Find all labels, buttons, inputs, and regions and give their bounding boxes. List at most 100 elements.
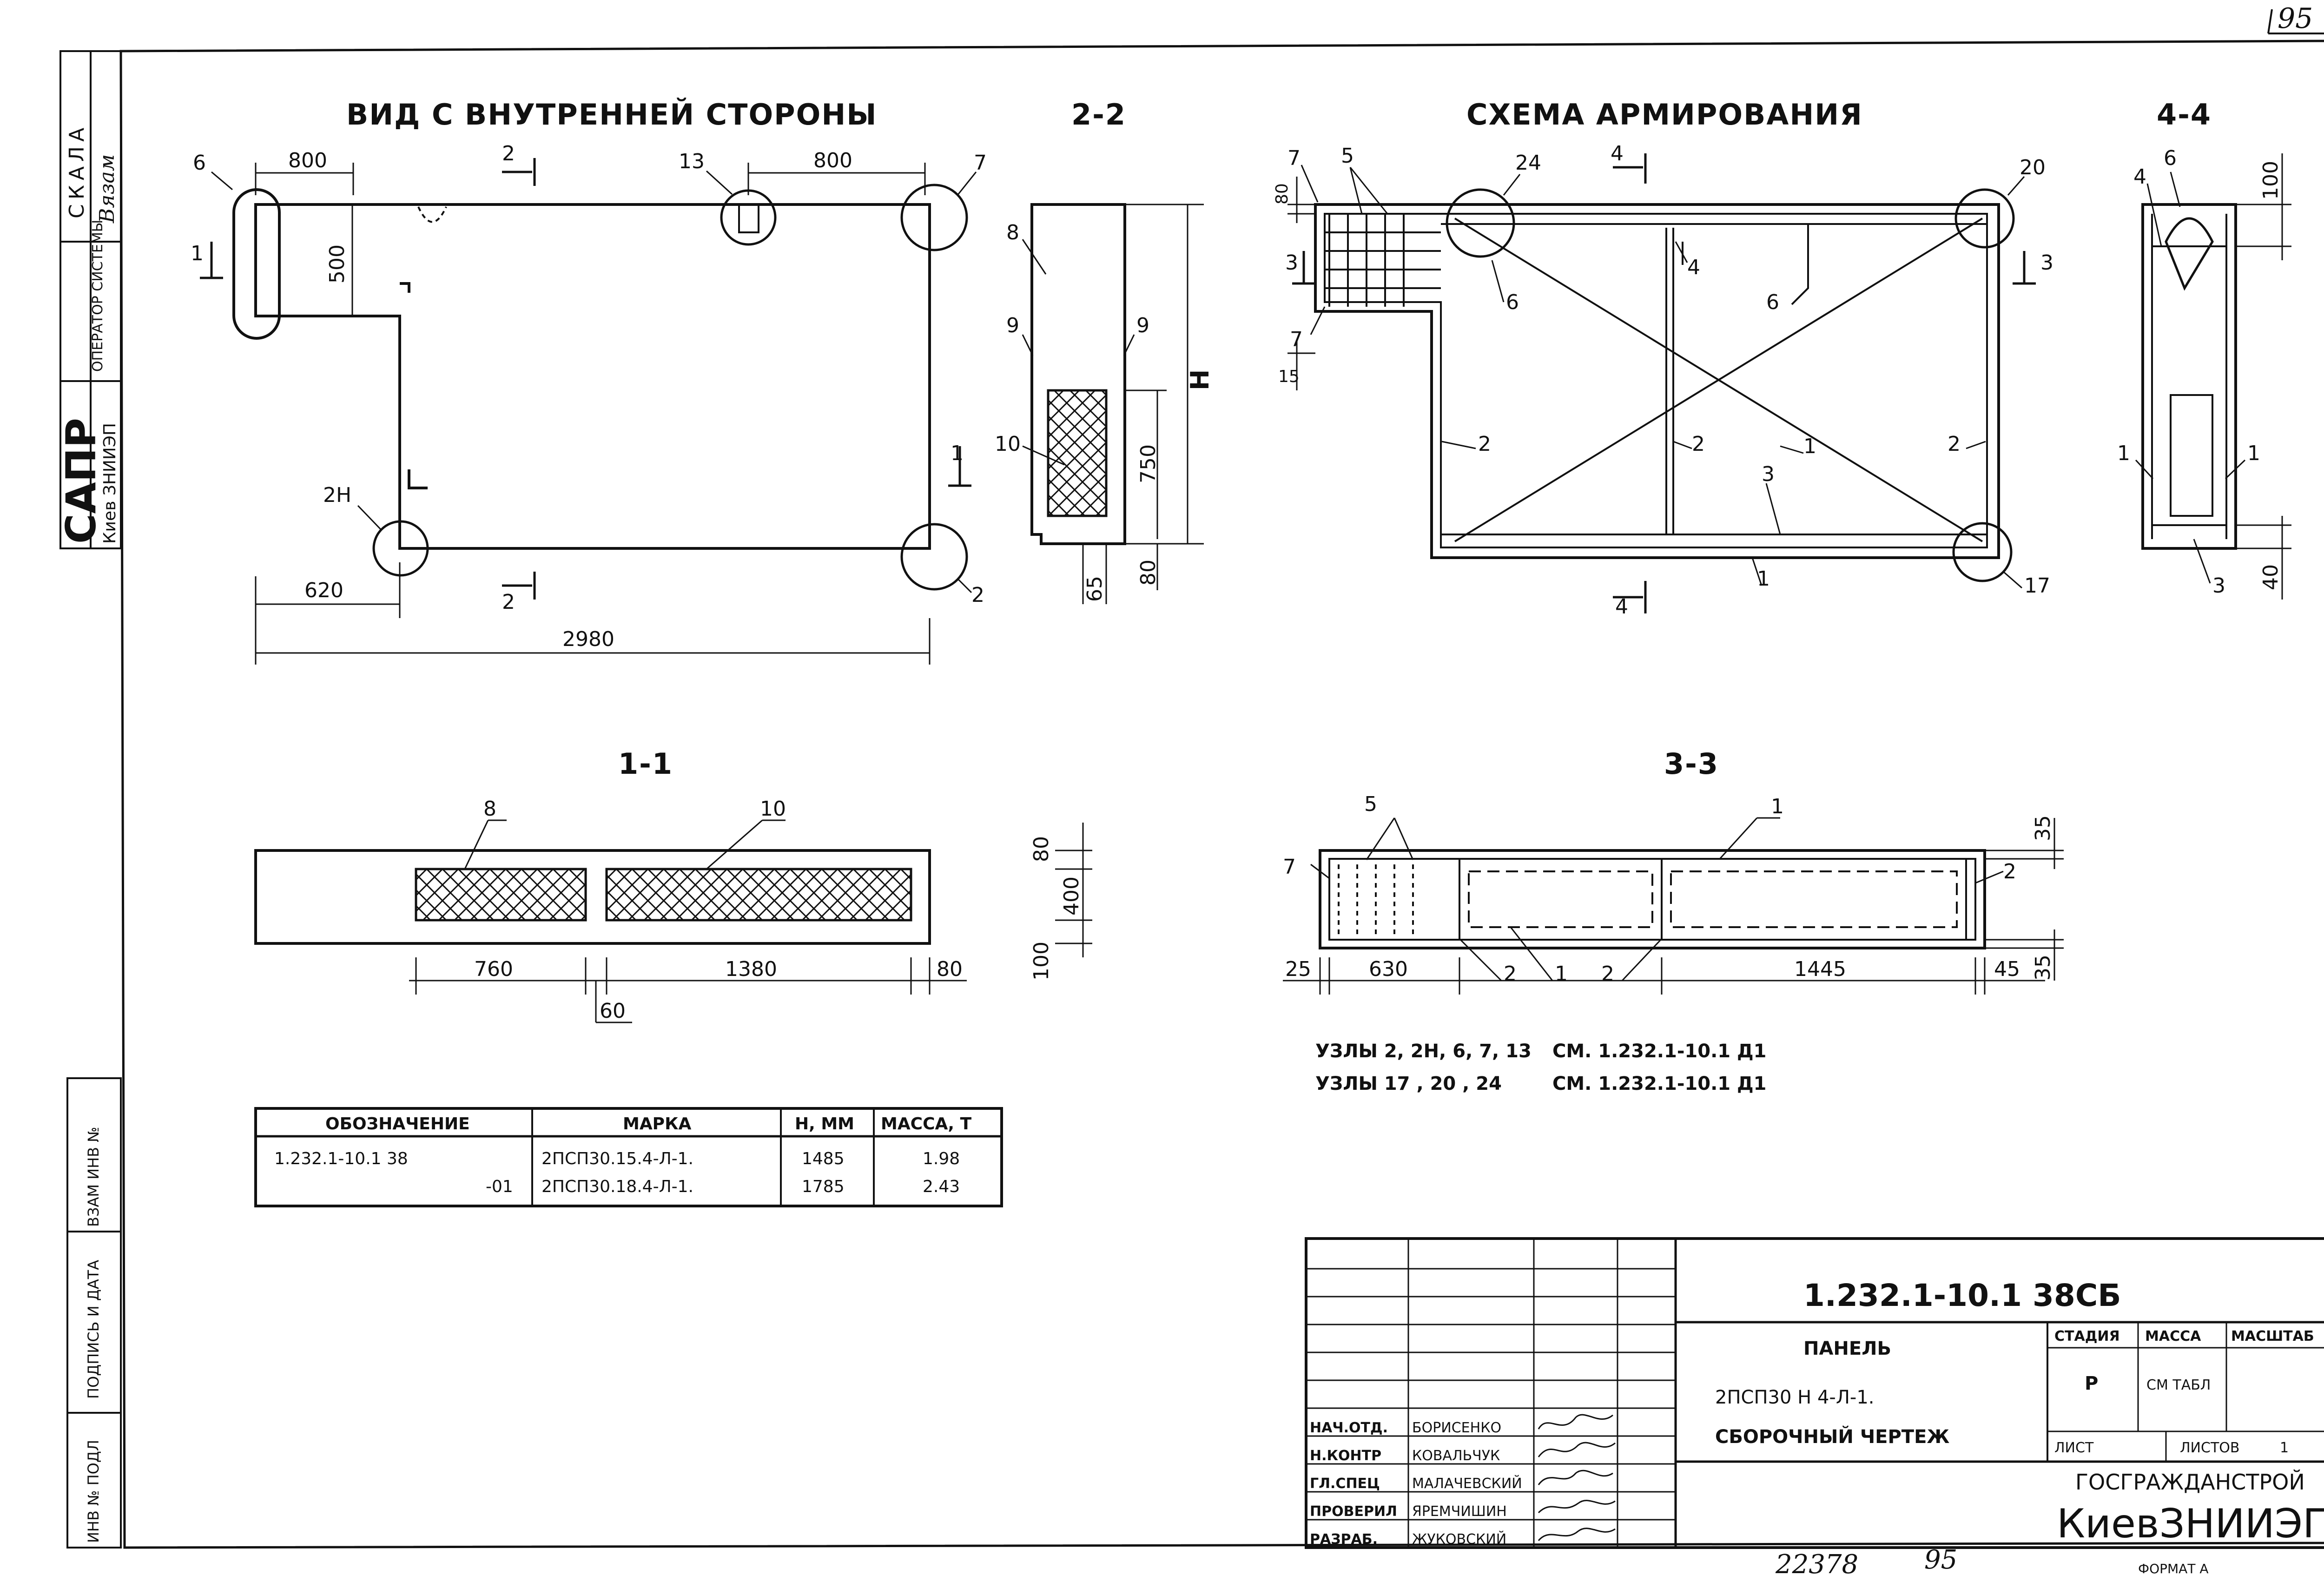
product-name: ПАНЕЛЬ — [1803, 1338, 1891, 1359]
scale-header: МАСШТАБ — [2231, 1328, 2314, 1344]
mass-header: МАССА — [2145, 1328, 2201, 1344]
doc-code: 1.232.1-10.1 38СБ — [1803, 1278, 2121, 1313]
dim-400-1-1: 400 — [1060, 876, 1083, 916]
title-block: НАЧ.ОТД. БОРИСЕНКО Н.КОНТР КОВАЛЬЧУК ГЛ.… — [1305, 1237, 2324, 1549]
inner-view: ВИД С ВНУТРЕННЕЙ СТОРОНЫ 800 800 500 620… — [191, 98, 987, 665]
footer-page-number: 95 — [1924, 1545, 1957, 1575]
dim-1445-3-3: 1445 — [1794, 957, 1846, 981]
callout-node-6: 6 — [193, 151, 206, 175]
svg-text:3: 3 — [2040, 251, 2053, 275]
dim-100-4-4: 100 — [2259, 161, 2283, 200]
callout-9-right: 9 — [1136, 314, 1149, 337]
callout-node-13: 13 — [679, 150, 705, 173]
dim-620: 620 — [304, 579, 343, 602]
stage-value: Р — [2085, 1373, 2098, 1394]
svg-text:2: 2 — [502, 590, 515, 614]
handwritten-signatures — [1538, 1414, 1616, 1541]
callout-7-top: 7 — [1287, 146, 1301, 170]
dim-80-2-2: 80 — [1136, 560, 1160, 586]
dim-760: 760 — [474, 957, 513, 981]
signature-role-3: ГЛ.СПЕЦ — [1310, 1476, 1380, 1492]
callout-6-left-reinf: 6 — [1506, 290, 1519, 314]
sheets-value: 1 — [2280, 1440, 2289, 1456]
spec-row-1-h: 1485 — [802, 1149, 845, 1168]
signature-name-1: БОРИСЕНКО — [1412, 1420, 1501, 1436]
reinforcement-scheme: СХЕМА АРМИРОВАНИЯ 7 5 24 4 20 4 6 — [1273, 98, 2053, 619]
callout-4-4-4: 4 — [2133, 165, 2146, 189]
section-1-1-title: 1-1 — [618, 747, 673, 781]
insulation-hatch-2-2 — [1047, 389, 1108, 517]
signature-name-5: ЖУКОВСКИЙ — [1412, 1531, 1506, 1548]
spec-header-mark: МАРКА — [623, 1114, 691, 1133]
loop-rebar-6 — [2165, 217, 2214, 291]
signature-name-3: МАЛАЧЕВСКИЙ — [1412, 1475, 1522, 1492]
callout-8-1-1: 8 — [483, 797, 496, 821]
archive-number: 22378 — [1775, 1549, 1858, 1575]
callout-9-left: 9 — [1006, 314, 1019, 337]
svg-text:1: 1 — [951, 442, 964, 465]
left-strip: СКАЛА Вязам ОПЕРАТОР СИСТЕМЫ САПР Киев З… — [57, 50, 122, 1549]
callout-node-2: 2 — [971, 583, 984, 607]
mass-value: СМ ТАБЛ — [2146, 1377, 2211, 1393]
section-4-4-outline — [2141, 203, 2237, 550]
callout-5-3-3: 5 — [1364, 792, 1377, 816]
svg-text:4: 4 — [1615, 595, 1628, 619]
dim-80-1-1-top: 80 — [1030, 836, 1053, 862]
insulation-hatch-10 — [605, 868, 912, 922]
section-mark-2-bottom: 2 — [502, 572, 536, 614]
node-24-circle — [1446, 188, 1515, 258]
lifting-slot — [232, 188, 281, 340]
spec-header-mass: МАССА, Т — [881, 1114, 972, 1133]
dim-60-1-1: 60 — [600, 999, 626, 1023]
sapr-label: САПР — [57, 418, 105, 544]
spec-row-2-h: 1785 — [802, 1177, 845, 1196]
note-2-label: УЗЛЫ 17 , 20 , 24 — [1315, 1073, 1502, 1094]
svg-text:3: 3 — [1285, 251, 1298, 275]
callout-10-2-2: 10 — [995, 432, 1021, 456]
reinforcement-outline — [1314, 203, 2000, 559]
callout-4-reinf: 4 — [1687, 256, 1700, 279]
signature-grid — [1306, 1239, 1676, 1548]
dim-750: 750 — [1136, 444, 1160, 483]
section-4-4: 4-4 6 4 1 1 3 100 40 — [2117, 98, 2291, 600]
sheets-label: ЛИСТОВ — [2180, 1440, 2239, 1456]
section-mark-1-right: 1 — [948, 442, 971, 487]
callout-2-3-3-right: 2 — [2003, 860, 2016, 883]
note-1-ref: СМ. 1.232.1-10.1 Д1 — [1552, 1041, 1767, 1062]
callout-node-2h: 2Н — [323, 483, 351, 507]
spec-header-designation: ОБОЗНАЧЕНИЕ — [325, 1114, 470, 1133]
sheet-label: ЛИСТ — [2054, 1440, 2094, 1456]
note-2-ref: СМ. 1.232.1-10.1 Д1 — [1552, 1073, 1767, 1094]
signature-role-1: НАЧ.ОТД. — [1310, 1420, 1388, 1436]
section-3-3-title: 3-3 — [1664, 747, 1719, 781]
callout-10-1-1: 10 — [760, 797, 786, 821]
dim-80-reinf: 80 — [1273, 183, 1292, 204]
drawing-type: СБОРОЧНЫЙ ЧЕРТЕЖ — [1715, 1425, 1949, 1448]
section-mark-4-bottom: 4 — [1613, 581, 1647, 619]
node-notes: УЗЛЫ 2, 2Н, 6, 7, 13 СМ. 1.232.1-10.1 Д1… — [1315, 1041, 1767, 1094]
spec-row-1-designation: 1.232.1-10.1 38 — [274, 1149, 408, 1168]
callout-1-left-4-4: 1 — [2117, 442, 2130, 465]
dim-15-reinf: 15 — [1278, 367, 1300, 386]
reinforcement-inner-cage — [1324, 213, 1988, 548]
signature-role-2: Н.КОНТР — [1310, 1448, 1381, 1464]
callout-6-4-4: 6 — [2164, 146, 2177, 170]
section-mark-3-left: 3 — [1285, 251, 1315, 285]
callout-1-right-4-4: 1 — [2247, 442, 2260, 465]
callout-1-3-3-top: 1 — [1771, 795, 1784, 818]
vzam-label: ВЗАМ ИНВ № — [85, 1127, 102, 1227]
node-20-circle — [1954, 188, 2015, 249]
node-13-circle — [720, 189, 777, 246]
spec-row-2-designation: -01 — [486, 1177, 513, 1196]
node-17-circle — [1952, 522, 2013, 582]
callout-24: 24 — [1515, 151, 1541, 175]
spec-table: ОБОЗНАЧЕНИЕ МАРКА Н, ММ МАССА, Т 1.232.1… — [254, 1107, 1003, 1207]
dim-800-left: 800 — [288, 149, 327, 172]
spec-header-h: Н, ММ — [795, 1114, 854, 1133]
org-line-2: КиевЗНИИЭП — [2057, 1501, 2324, 1547]
dim-35-3-3-top: 35 — [2031, 815, 2055, 841]
callout-1-bottom-reinf: 1 — [1757, 567, 1770, 591]
dim-40-4-4: 40 — [2259, 564, 2283, 590]
section-2-2-title: 2-2 — [1071, 98, 1126, 132]
